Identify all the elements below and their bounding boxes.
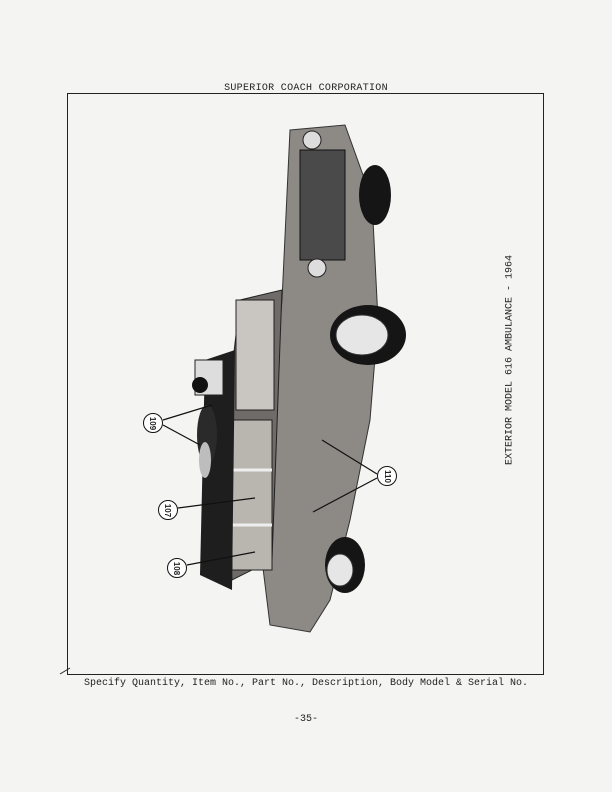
callout-label: 108 <box>172 561 182 575</box>
page-header: SUPERIOR COACH CORPORATION <box>224 83 388 94</box>
callout-110: 110 <box>377 466 397 486</box>
callout-107: 107 <box>158 500 178 520</box>
callout-label: 109 <box>148 416 158 430</box>
figure-frame <box>67 93 544 675</box>
callout-label: 107 <box>163 503 173 517</box>
page-number: -35- <box>293 714 318 725</box>
callout-label: 110 <box>382 469 392 483</box>
order-instruction: Specify Quantity, Item No., Part No., De… <box>83 678 529 689</box>
callout-108: 108 <box>167 558 187 578</box>
figure-caption: EXTERIOR MODEL 616 AMBULANCE - 1964 <box>504 254 516 466</box>
callout-109: 109 <box>143 413 163 433</box>
